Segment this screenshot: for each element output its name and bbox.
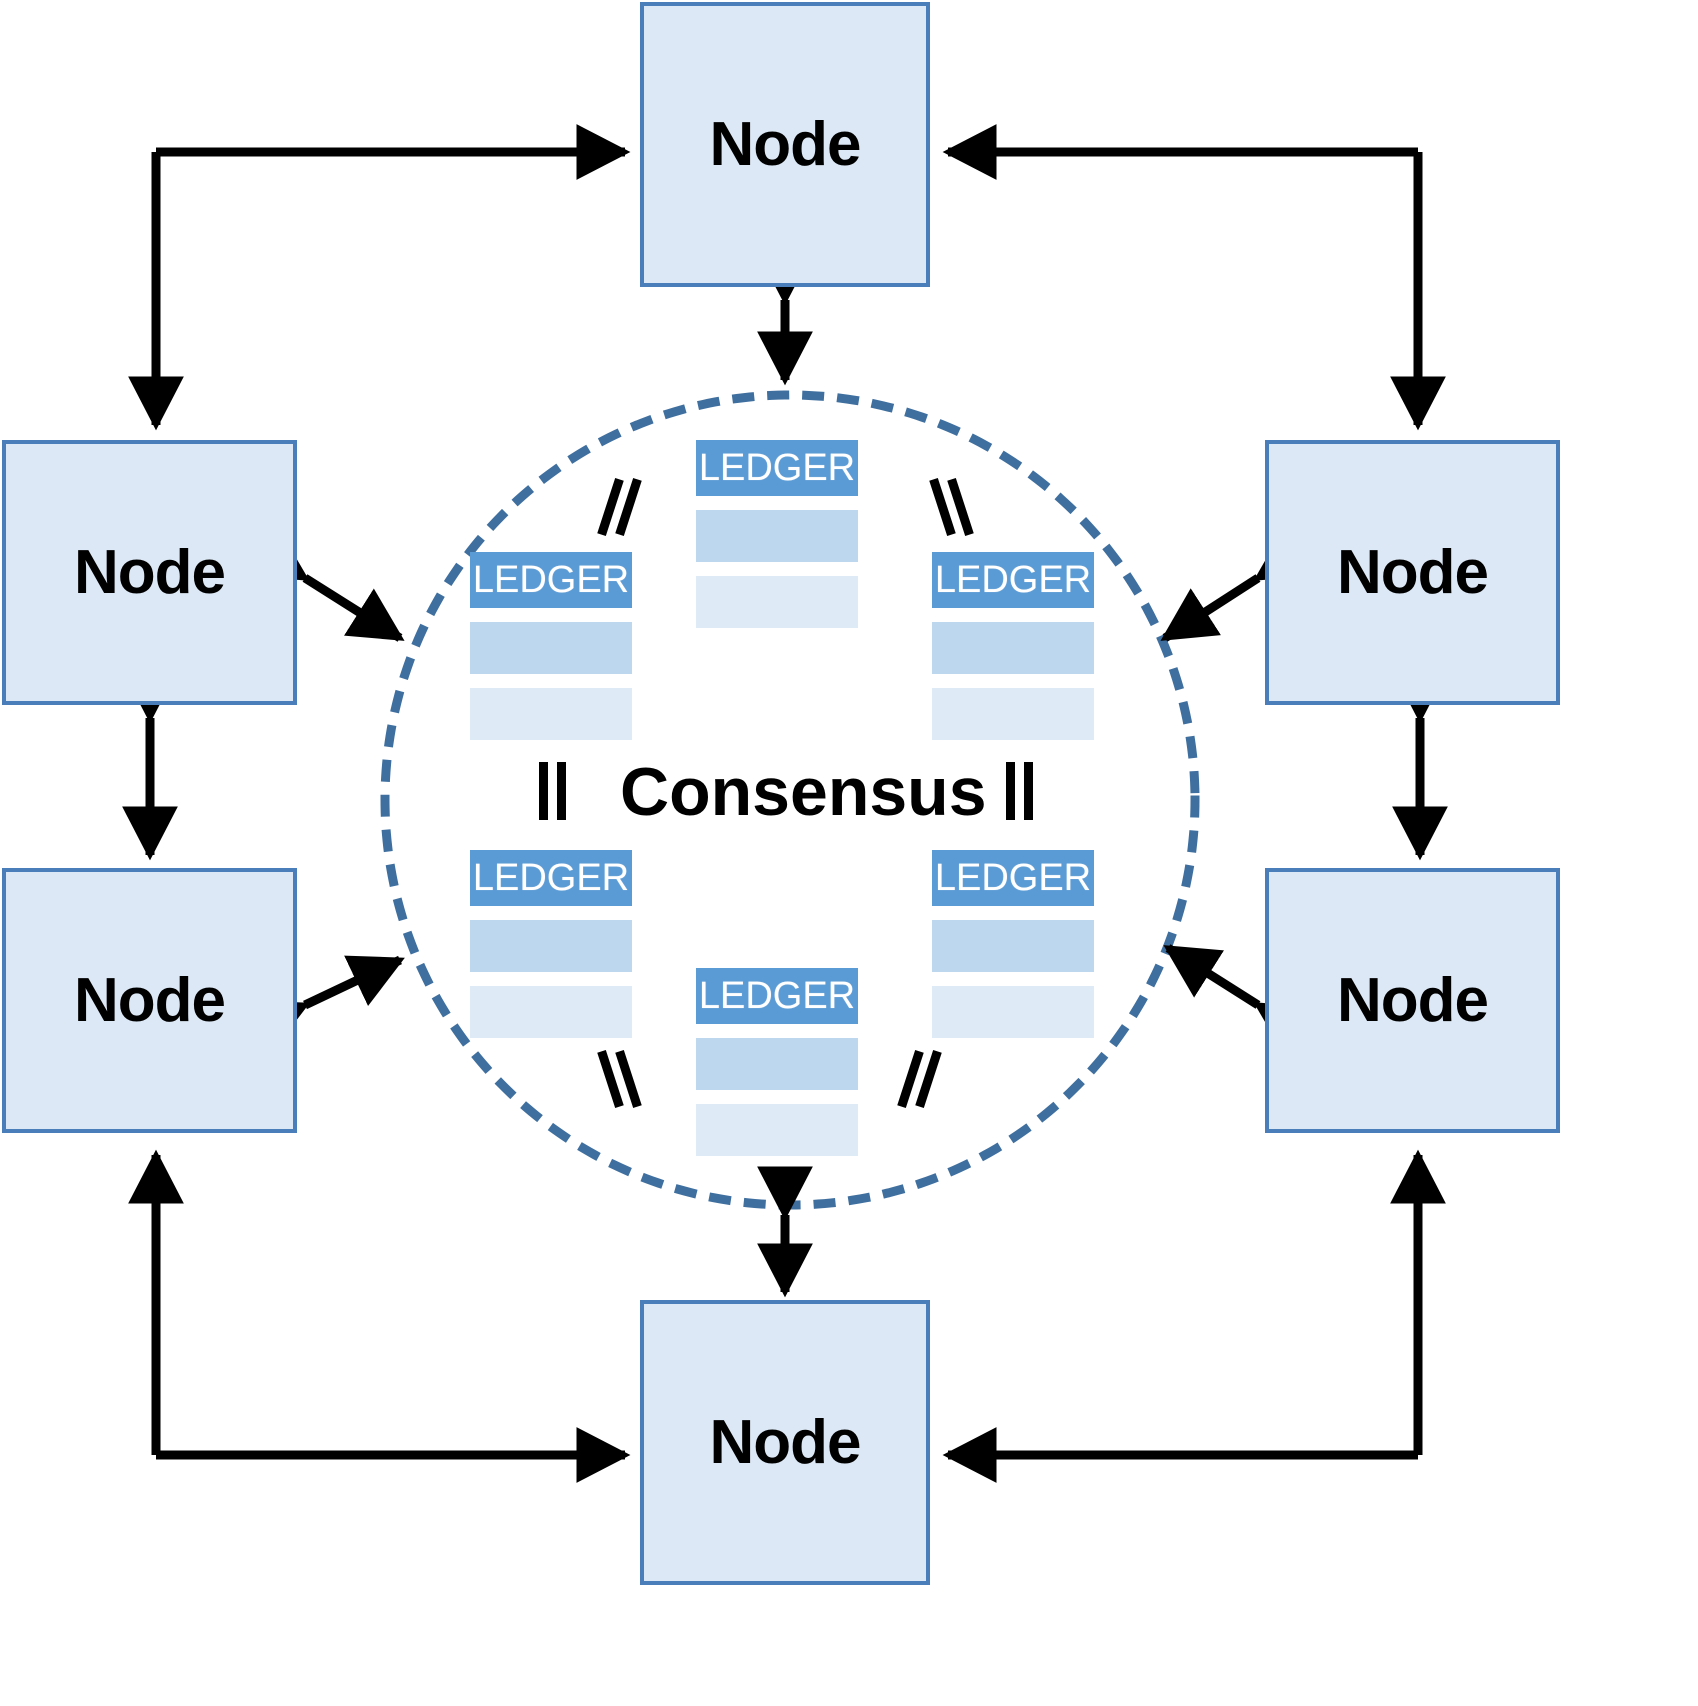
link-rightupper-to-circle xyxy=(1160,528,1314,642)
ledger-bottom-header: LEDGER xyxy=(696,968,858,1024)
ledger-gap xyxy=(932,972,1094,986)
node-right-lower[interactable]: Node xyxy=(1265,868,1560,1133)
link-leftlower-to-circle xyxy=(249,955,405,1052)
ledger-right-upper[interactable]: LEDGER xyxy=(932,552,1094,740)
ledger-gap xyxy=(696,562,858,576)
link-bottomleft-elbow xyxy=(128,1149,631,1483)
ledger-right-upper-row-1 xyxy=(932,622,1094,674)
ledger-right-upper-header: LEDGER xyxy=(932,552,1094,608)
ledger-top-header: LEDGER xyxy=(696,440,858,496)
ledger-top-row-2 xyxy=(696,576,858,628)
ledger-right-upper-row-2 xyxy=(932,688,1094,740)
link-topright-elbow xyxy=(942,124,1446,431)
node-right-lower-label: Node xyxy=(1337,965,1489,1035)
ledger-right-lower-row-2 xyxy=(932,986,1094,1038)
ledger-right-lower-row-1 xyxy=(932,920,1094,972)
equals-icon-mid-left xyxy=(533,762,579,820)
ledger-bottom[interactable]: LEDGER xyxy=(696,968,858,1156)
node-right-upper-label: Node xyxy=(1337,537,1489,607)
consensus-label: Consensus xyxy=(620,754,987,830)
ledger-gap xyxy=(932,906,1094,920)
link-bottomright-elbow xyxy=(942,1149,1446,1483)
node-top-label: Node xyxy=(709,109,862,179)
equals-icon-bottom-left xyxy=(597,1050,646,1108)
ledger-gap xyxy=(696,496,858,510)
equals-icon-mid-right xyxy=(1000,762,1046,820)
ledger-left-upper-header: LEDGER xyxy=(470,552,632,608)
ledger-right-lower[interactable]: LEDGER xyxy=(932,850,1094,1038)
node-left-lower[interactable]: Node xyxy=(2,868,297,1133)
ledger-left-upper-row-1 xyxy=(470,622,632,674)
ledger-bottom-row-2 xyxy=(696,1104,858,1156)
ledger-left-upper[interactable]: LEDGER xyxy=(470,552,632,740)
ledger-gap xyxy=(470,674,632,688)
ledger-gap xyxy=(470,608,632,622)
ledger-gap xyxy=(932,608,1094,622)
node-left-upper-label: Node xyxy=(74,537,226,607)
link-leftupper-to-circle xyxy=(249,528,405,642)
node-left-upper[interactable]: Node xyxy=(2,440,297,705)
ledger-left-lower-header: LEDGER xyxy=(470,850,632,906)
equals-icon-top-right xyxy=(929,478,978,536)
link-rightlower-to-circle xyxy=(1163,944,1314,1055)
ledger-top-row-1 xyxy=(696,510,858,562)
ledger-top[interactable]: LEDGER xyxy=(696,440,858,628)
ledger-left-lower-row-1 xyxy=(470,920,632,972)
ledger-gap xyxy=(470,972,632,986)
ledger-gap xyxy=(696,1090,858,1104)
equals-icon-top-left xyxy=(597,478,646,536)
ledger-right-lower-header: LEDGER xyxy=(932,850,1094,906)
node-bottom-label: Node xyxy=(709,1407,862,1477)
node-bottom[interactable]: Node xyxy=(640,1300,930,1585)
node-top[interactable]: Node xyxy=(640,2,930,287)
ledger-gap xyxy=(932,674,1094,688)
node-left-lower-label: Node xyxy=(74,965,226,1035)
ledger-gap xyxy=(696,1024,858,1038)
ledger-left-lower[interactable]: LEDGER xyxy=(470,850,632,1038)
equals-icon-bottom-right xyxy=(897,1050,946,1108)
ledger-left-upper-row-2 xyxy=(470,688,632,740)
node-right-upper[interactable]: Node xyxy=(1265,440,1560,705)
ledger-left-lower-row-2 xyxy=(470,986,632,1038)
ledger-bottom-row-1 xyxy=(696,1038,858,1090)
ledger-gap xyxy=(470,906,632,920)
link-topleft-elbow xyxy=(128,124,631,431)
